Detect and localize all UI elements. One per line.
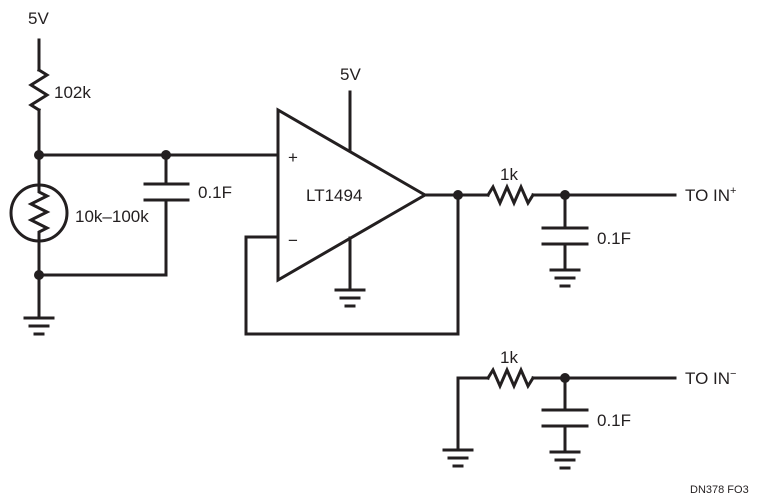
- label-resistor-1k-pos: 1k: [500, 165, 518, 184]
- label-cap-input: 0.1F: [198, 183, 232, 202]
- label-opamp-plus: +: [288, 148, 298, 167]
- capacitor-output-negative: [541, 408, 589, 428]
- resistor-102k: [28, 67, 50, 113]
- figure-id: DN378 FO3: [690, 484, 749, 496]
- capacitor-input: [143, 182, 190, 202]
- label-opamp-minus: −: [288, 231, 298, 250]
- ground-symbol-cap-pos: [549, 268, 581, 288]
- label-to-in-minus: TO IN−: [685, 368, 736, 388]
- ground-symbol-opamp: [334, 288, 366, 308]
- label-opamp: LT1494: [306, 186, 362, 205]
- label-thermistor: 10k–100k: [75, 207, 149, 226]
- feedback-wire: [244, 193, 460, 336]
- junction-opamp-output: [453, 190, 463, 200]
- label-supply-opamp: 5V: [340, 65, 361, 84]
- label-cap-out-pos: 0.1F: [597, 229, 631, 248]
- label-cap-out-neg: 0.1F: [597, 411, 631, 430]
- label-resistor-1k-neg: 1k: [500, 348, 518, 367]
- capacitor-output-positive: [541, 226, 589, 246]
- label-resistor-102k: 102k: [54, 83, 91, 102]
- label-to-in-plus: TO IN+: [685, 185, 736, 205]
- resistor-1k-negative: [485, 366, 536, 390]
- wire-ground-to-r-neg: [456, 376, 490, 452]
- ground-symbol-neg-left: [442, 448, 474, 468]
- thermistor-symbol: [9, 183, 69, 243]
- resistor-1k-positive: [485, 183, 536, 207]
- ground-symbol-left: [23, 316, 55, 336]
- label-supply-top: 5V: [28, 9, 49, 28]
- ground-symbol-cap-neg: [549, 450, 581, 470]
